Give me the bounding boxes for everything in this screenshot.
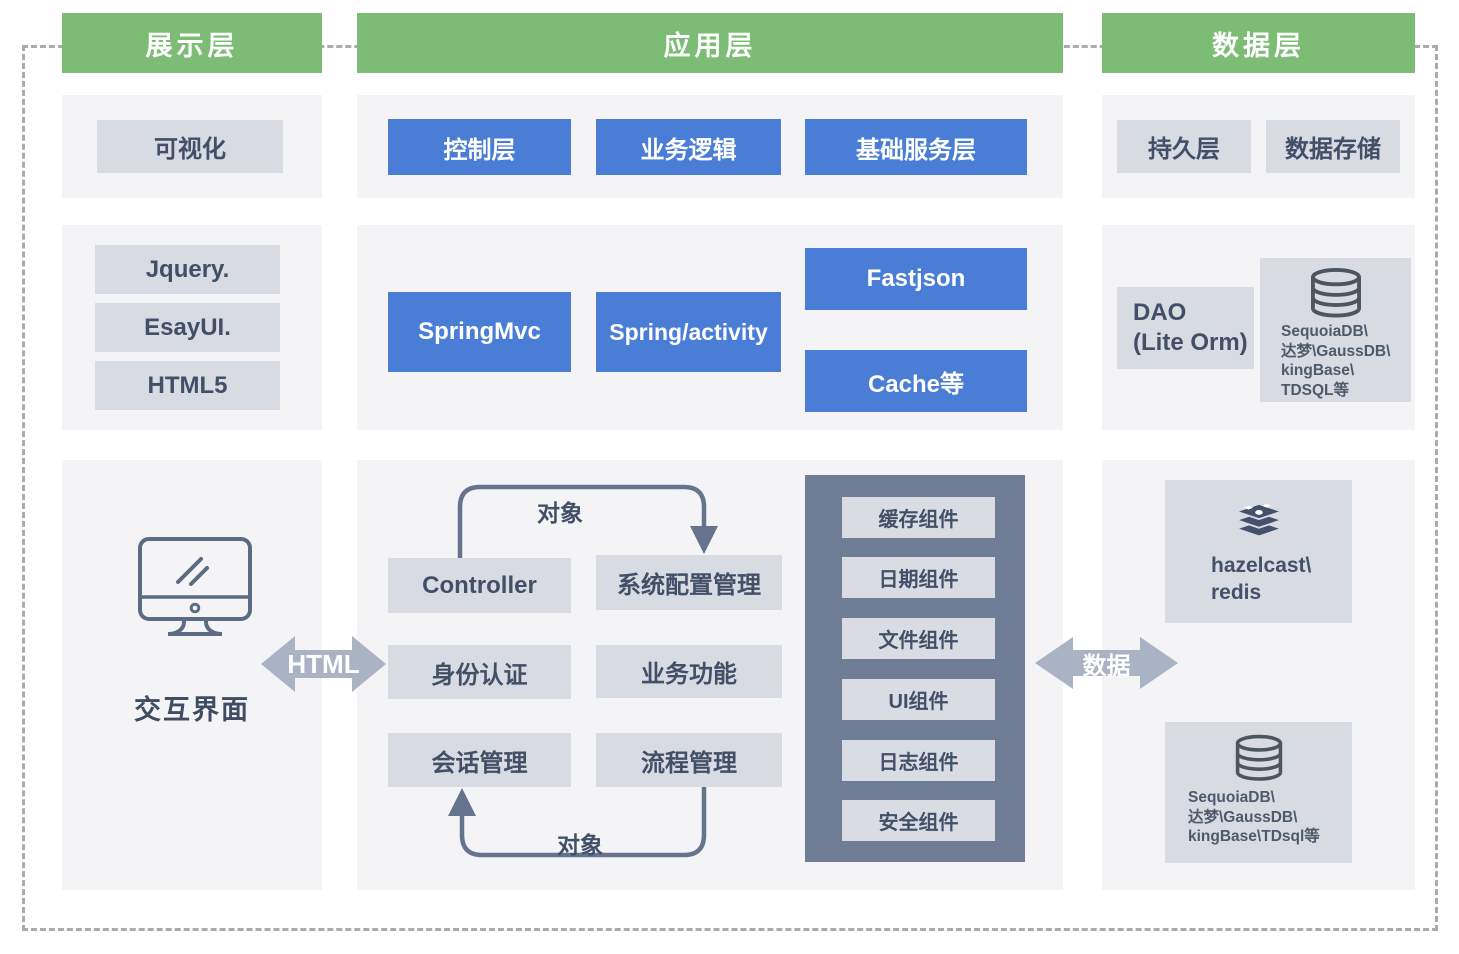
html-connector-arrow: HTML	[261, 636, 386, 692]
interface-label: 交互界面	[134, 695, 250, 725]
flow-box-process: 流程管理	[596, 733, 782, 787]
tech-pill-jquery: Jquery.	[95, 245, 280, 294]
component-cache: 缓存组件	[842, 497, 995, 538]
flow-connector-arrows	[448, 484, 718, 858]
framework-springmvc: SpringMvc	[388, 292, 571, 372]
tech-pill-html5: HTML5	[95, 361, 280, 410]
double-arrow-icon	[261, 636, 386, 692]
db-group-bottom-label: SequoiaDB\ 达梦\GaussDB\ kingBase\TDsql等	[1188, 789, 1320, 845]
monitor-icon	[138, 537, 252, 636]
data-connector-arrow: 数据	[1035, 637, 1178, 689]
persistence-pill: 持久层	[1117, 120, 1251, 173]
tech-pill-easyui: EsayUI.	[95, 303, 280, 352]
framework-spring-activity: Spring/activity	[596, 292, 781, 372]
header-data-layer: 数据层	[1102, 13, 1415, 73]
database-icon	[1235, 734, 1282, 781]
framework-fastjson: Fastjson	[805, 248, 1027, 310]
component-log: 日志组件	[842, 740, 995, 781]
db-group-top-box: SequoiaDB\ 达梦\GaussDB\ kingBase\ TDSQL等	[1260, 258, 1411, 402]
tier-base-service-button: 基础服务层	[805, 119, 1027, 175]
flow-box-auth: 身份认证	[388, 645, 571, 699]
component-file: 文件组件	[842, 618, 995, 659]
object-label-bottom: 对象	[557, 832, 603, 858]
flow-box-business-func: 业务功能	[596, 645, 782, 698]
html-arrow-label: HTML	[287, 648, 360, 679]
data-arrow-label: 数据	[1082, 652, 1131, 680]
double-arrow-icon	[1035, 637, 1178, 689]
db-group-top-label: SequoiaDB\ 达梦\GaussDB\ kingBase\ TDSQL等	[1281, 323, 1391, 399]
storage-pill: 数据存储	[1266, 120, 1400, 173]
component-date: 日期组件	[842, 557, 995, 598]
tier-business-logic-button: 业务逻辑	[596, 119, 781, 175]
tier-control-button: 控制层	[388, 119, 571, 175]
database-icon	[1310, 268, 1361, 318]
header-application-layer: 应用层	[357, 13, 1063, 73]
component-security: 安全组件	[842, 800, 995, 841]
redis-stack-icon	[1233, 502, 1284, 538]
framework-cache: Cache等	[805, 350, 1027, 412]
visualization-pill: 可视化	[97, 120, 283, 173]
dao-pill: DAO (Lite Orm)	[1117, 287, 1254, 369]
cache-store-box: hazelcast\ redis	[1165, 480, 1352, 623]
flow-box-sys-config: 系统配置管理	[596, 555, 782, 610]
component-stack-panel	[805, 475, 1025, 862]
component-ui: UI组件	[842, 679, 995, 720]
db-group-bottom-box: SequoiaDB\ 达梦\GaussDB\ kingBase\TDsql等	[1165, 722, 1352, 863]
object-label-top: 对象	[537, 500, 583, 526]
flow-box-controller: Controller	[388, 558, 571, 613]
cache-store-label: hazelcast\ redis	[1211, 554, 1312, 604]
header-presentation-layer: 展示层	[62, 13, 322, 73]
flow-box-session: 会话管理	[388, 733, 571, 787]
